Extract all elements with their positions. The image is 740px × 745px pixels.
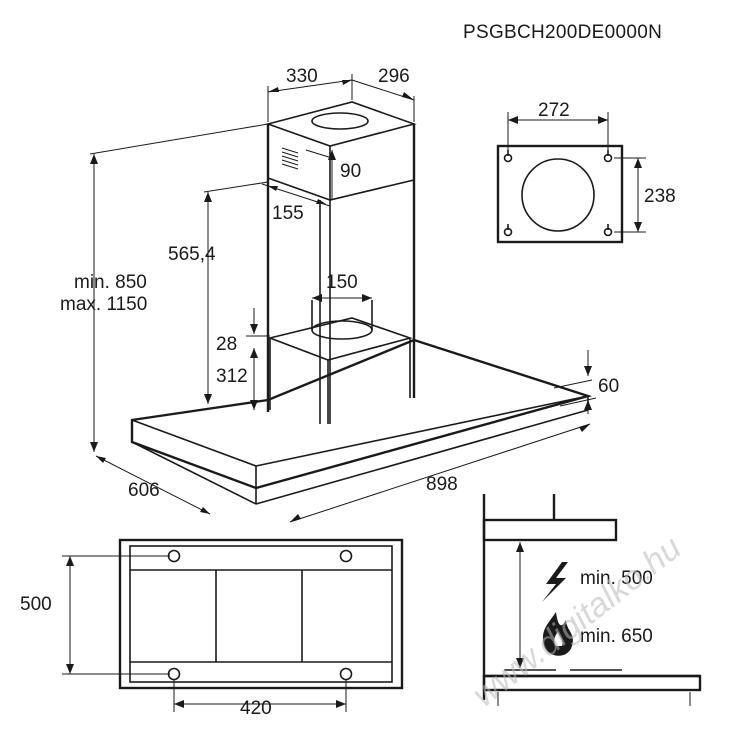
dim-420-label: 420 [240,698,272,719]
vent-slots [281,147,299,170]
dim-90-label: 90 [340,161,361,182]
dim-height-range: min. 850 max. 1150 [60,123,269,452]
dim-duct-depth: 296 [351,66,415,122]
dim-duct-width: 330 [267,66,353,122]
watermark: www.digitalko.hu [466,528,689,714]
dim-272-label: 272 [538,100,570,121]
mounting-hole [339,667,353,681]
dim-565-label: 565,4 [168,244,216,265]
dim-bottom-depth: 500 [20,555,170,675]
dim-898-label: 898 [426,474,458,495]
dim-312-label: 312 [216,366,248,387]
model-code: PSGBCH200DE0000N [463,22,662,43]
dim-canopy-depth: 606 [95,455,211,515]
mounting-hole [167,549,181,563]
hood-isometric-view [130,101,593,505]
dim-outlet-offset-h: 155 [261,183,331,224]
dim-bottom-hole-spacing: 420 [173,680,347,719]
dim-max-1150-label: max. 1150 [60,294,147,315]
ceiling-bracket-view [496,144,624,244]
dim-238-label: 238 [644,186,676,207]
dim-outlet-offset-v: 90 [305,149,361,200]
dim-min-850-label: min. 850 [74,272,147,293]
bracket-screw-hole [603,150,613,163]
clearance-electric-label: min. 500 [580,568,653,589]
bracket-screw-hole [503,224,513,237]
dim-500-label: 500 [20,594,52,615]
bottom-view [118,538,404,690]
dim-canopy-width: 898 [289,423,591,523]
dim-top-gap: 28 [216,308,270,355]
clearance-view [482,494,702,706]
mounting-hole [167,667,181,681]
dim-motor-box-height: 312 [216,348,258,410]
dim-bracket-height: 238 [614,157,676,233]
dim-chimney-height: 565,4 [168,181,269,404]
mounting-hole [339,549,353,563]
flame-icon [542,612,573,656]
dim-155-label: 155 [272,203,304,224]
dim-296-label: 296 [378,66,410,87]
dim-outlet-diameter: 150 [312,272,372,302]
dim-28-label: 28 [216,334,237,355]
bracket-screw-hole [503,150,513,163]
dim-606-label: 606 [128,480,160,501]
lightning-icon [542,562,568,602]
dim-60-label: 60 [598,376,619,397]
dim-330-label: 330 [286,66,318,87]
bracket-screw-hole [603,224,613,237]
clearance-gas-label: min. 650 [580,626,653,647]
dim-bracket-width: 272 [507,100,609,150]
dim-150-label: 150 [326,272,358,293]
dim-canopy-thickness: 60 [553,350,619,414]
